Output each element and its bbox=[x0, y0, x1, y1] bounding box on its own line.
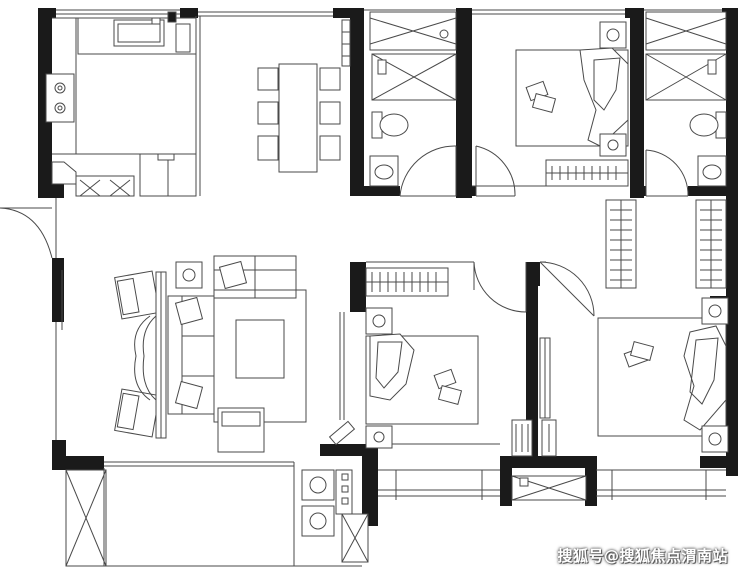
coffee-table bbox=[235, 319, 285, 379]
bedroom3-door bbox=[539, 261, 595, 317]
living-room bbox=[114, 255, 356, 453]
bedroom-2 bbox=[365, 267, 479, 449]
bathroom-1 bbox=[369, 11, 457, 187]
doors bbox=[0, 145, 689, 317]
bedroom-3 bbox=[511, 297, 729, 457]
dining-table-icon bbox=[257, 19, 351, 173]
walls bbox=[38, 8, 738, 526]
outline-lines bbox=[55, 9, 726, 567]
bath2-door bbox=[645, 149, 689, 197]
watermark-text: 搜狐号@搜狐焦点渭南站 bbox=[557, 547, 728, 565]
bath1-door bbox=[399, 145, 457, 197]
bedroom1-door bbox=[475, 145, 516, 197]
stove-icon bbox=[45, 73, 75, 123]
bedroom2-door bbox=[473, 261, 527, 313]
bedroom-1 bbox=[515, 21, 629, 187]
balcony bbox=[301, 469, 587, 563]
kitchen bbox=[45, 11, 197, 197]
toilet-icon bbox=[371, 111, 409, 139]
corridor-wardrobes bbox=[605, 199, 727, 289]
entry-door bbox=[0, 207, 53, 259]
armchair-icon bbox=[114, 388, 160, 438]
bathroom-2 bbox=[645, 11, 727, 187]
toilet-icon bbox=[689, 111, 727, 139]
armchair-icon bbox=[114, 270, 160, 320]
